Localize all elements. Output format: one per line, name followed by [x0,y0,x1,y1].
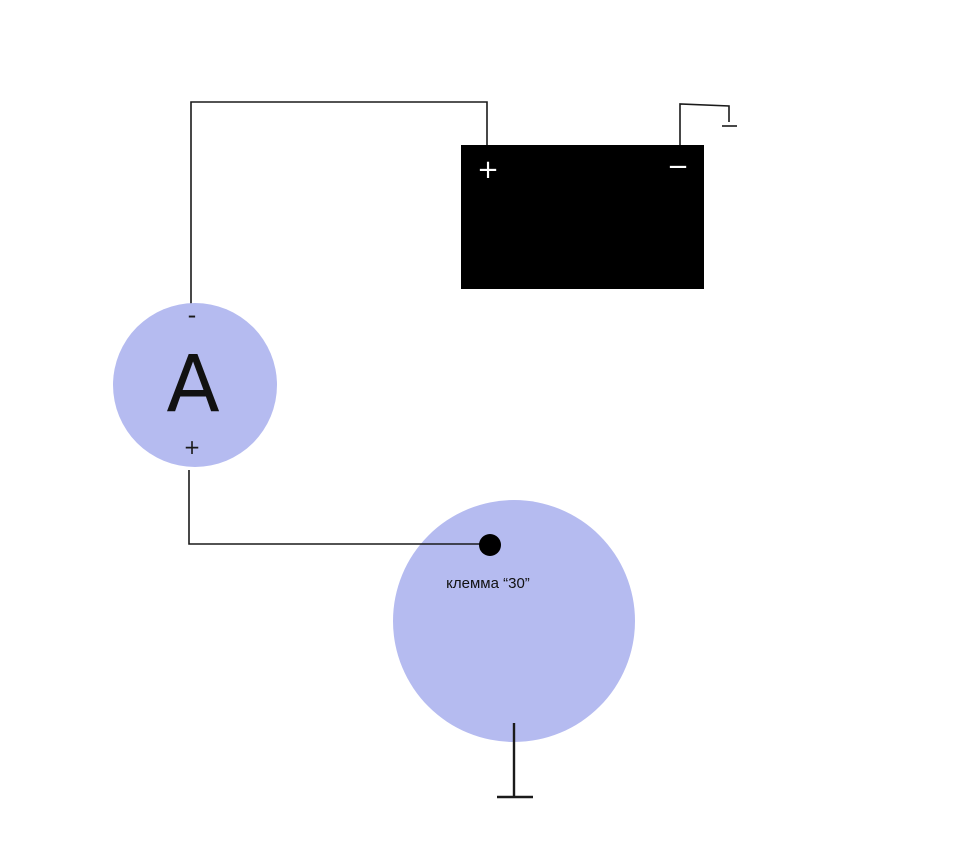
ammeter [113,303,277,467]
ammeter-plus-terminal: + [184,435,201,459]
battery-minus-terminal: − [667,152,689,182]
terminal-30-dot [479,534,501,556]
terminal-30-label: клемма “30” [446,575,530,592]
wire-battery-minus-to-ground [679,103,730,145]
wire-ammeter-to-battery-plus [190,101,488,305]
alternator [393,500,635,742]
battery [461,145,704,289]
battery-plus-terminal: + [477,155,499,185]
wire-ammeter-to-terminal-30 [188,470,489,545]
ammeter-minus-terminal: - [188,301,197,329]
ammeter-label: A [166,340,219,430]
